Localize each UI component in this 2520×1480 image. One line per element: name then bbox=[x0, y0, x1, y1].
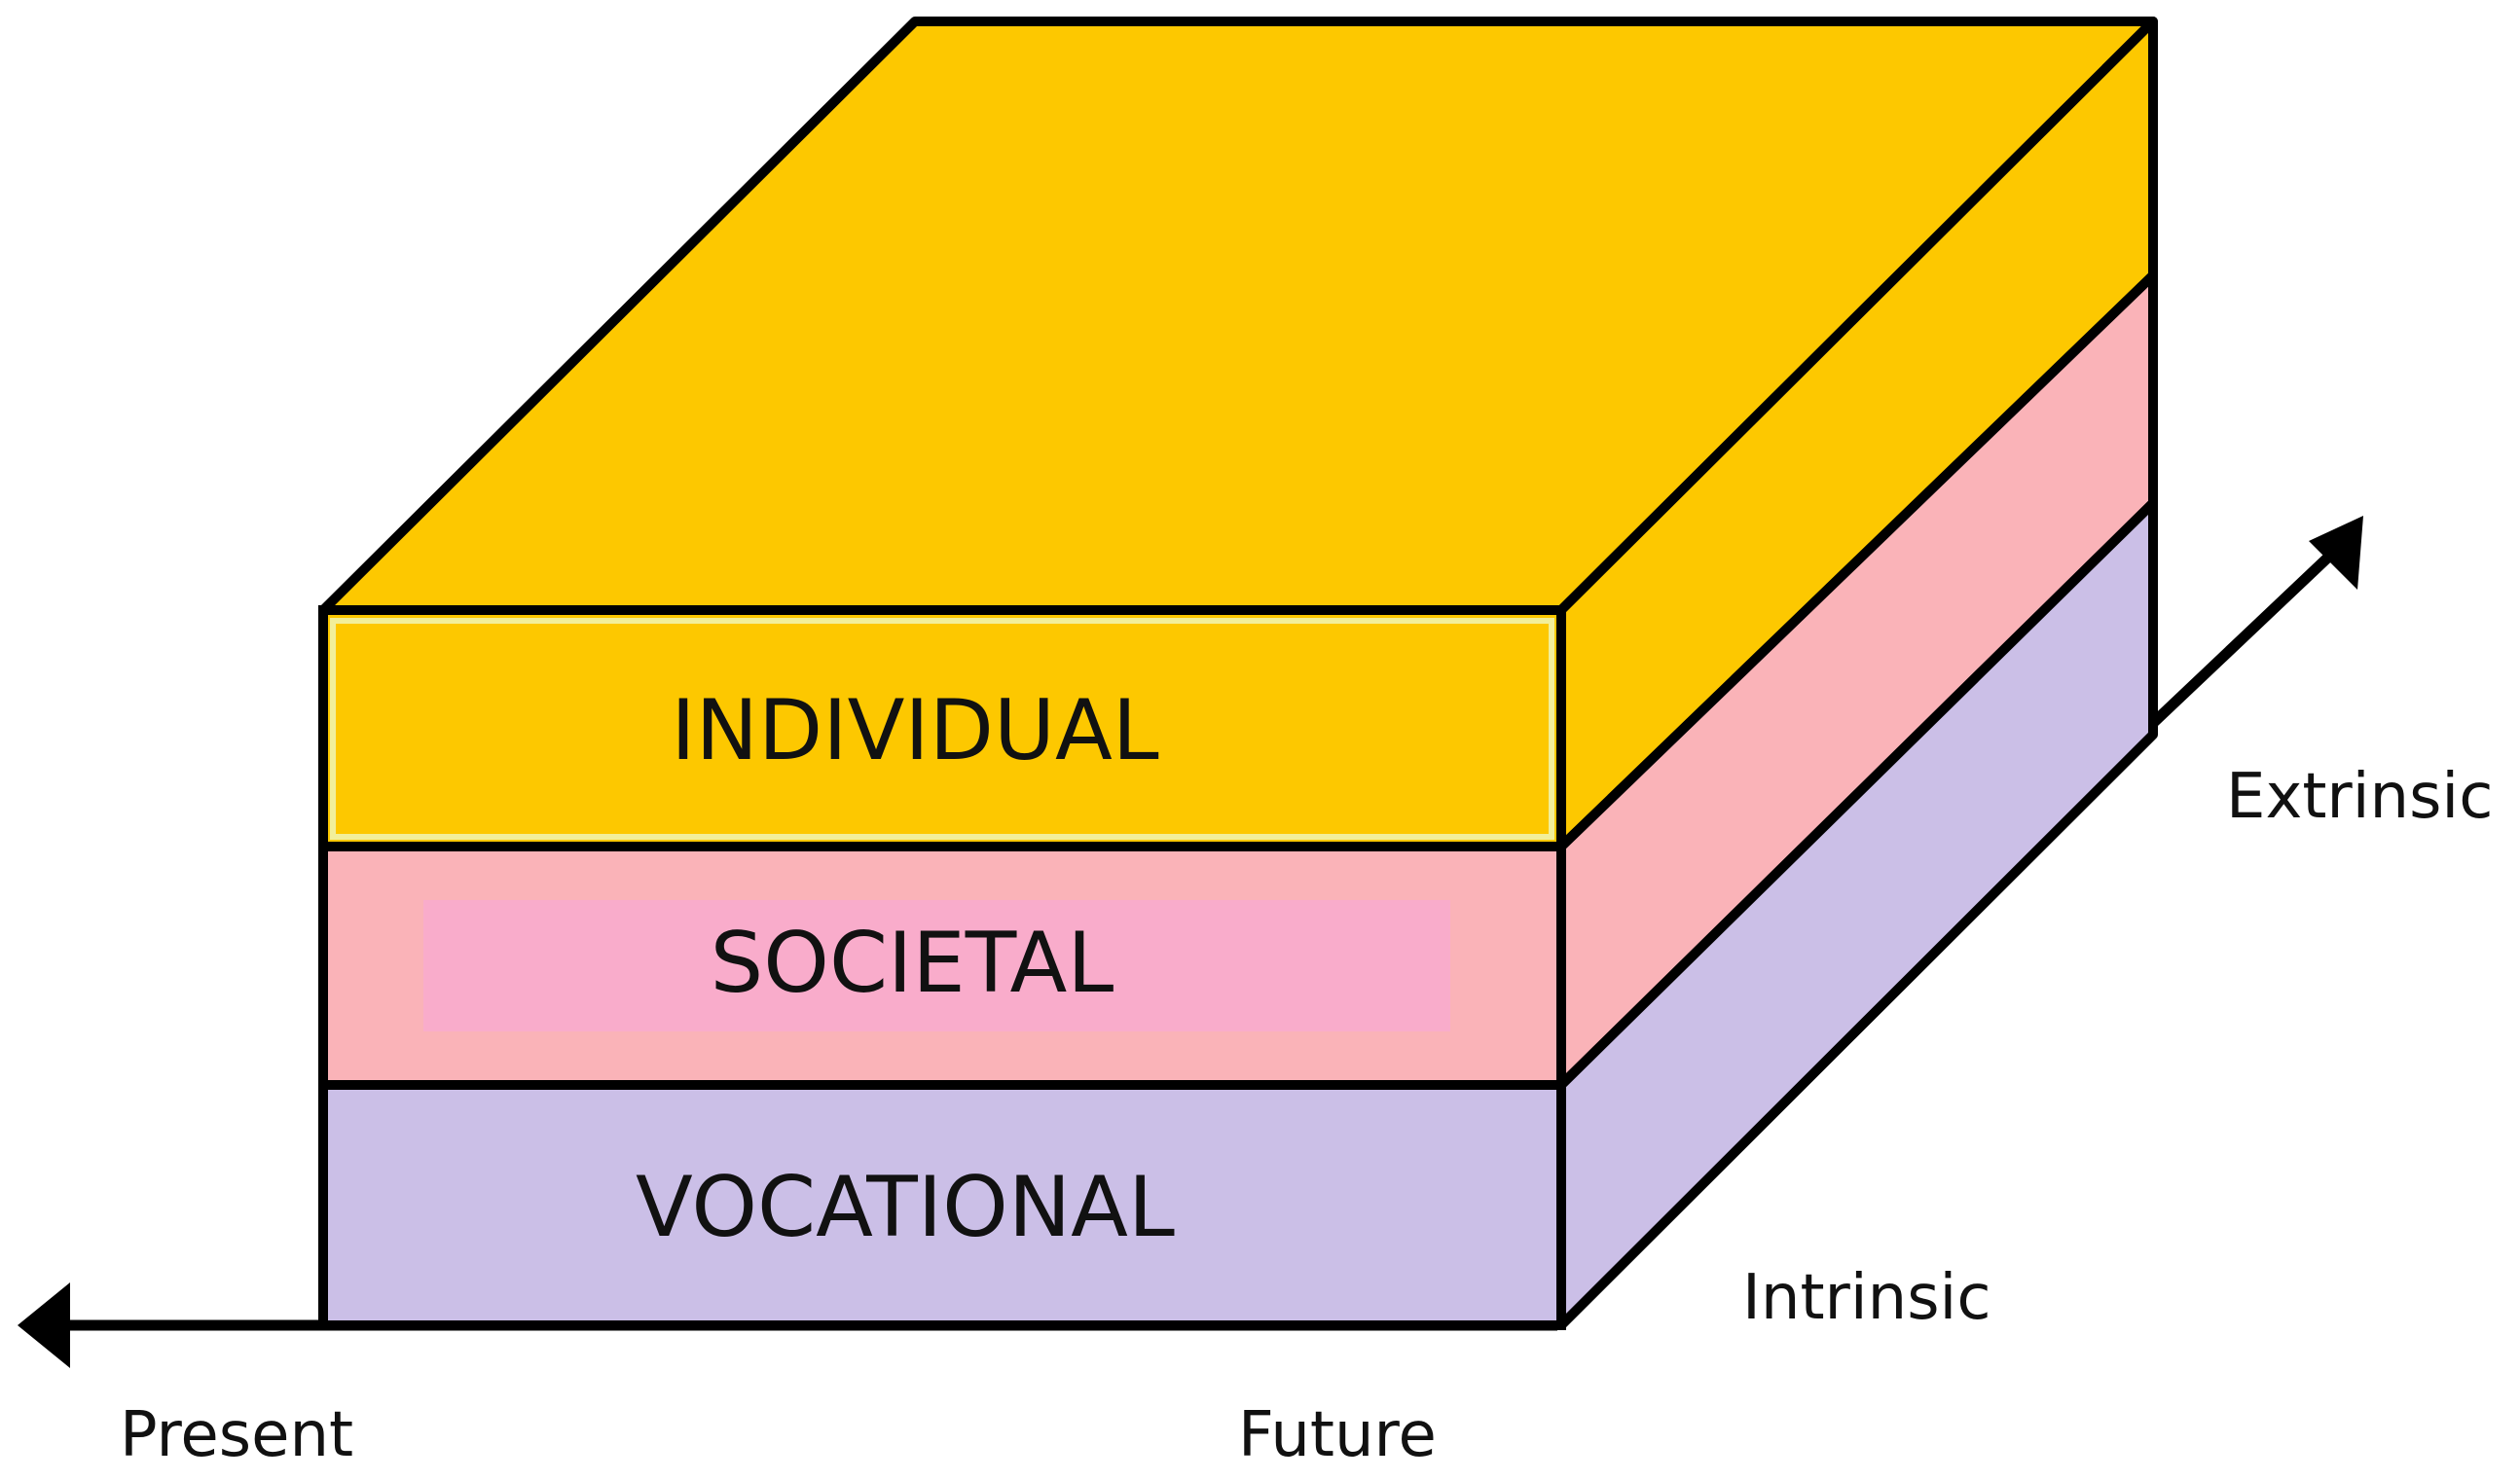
depth-axis-line bbox=[2147, 546, 2340, 729]
layer-label-vocational: VOCATIONAL bbox=[636, 1159, 1175, 1256]
axis-label-present: Present bbox=[120, 1399, 353, 1471]
present-arrowhead bbox=[18, 1282, 70, 1368]
axis-label-extrinsic: Extrinsic bbox=[2226, 761, 2493, 833]
axis-label-future: Future bbox=[1238, 1399, 1437, 1471]
front-face-vocational bbox=[318, 1080, 1566, 1330]
front-face-individual-highlight bbox=[330, 618, 1554, 840]
depth-arrowhead bbox=[2309, 516, 2363, 590]
axis-label-intrinsic: Intrinsic bbox=[1742, 1262, 1991, 1334]
societal-label-highlight bbox=[423, 900, 1450, 1031]
layer-label-individual: INDIVIDUAL bbox=[671, 682, 1158, 779]
layer-label-societal: SOCIETAL bbox=[711, 915, 1114, 1012]
